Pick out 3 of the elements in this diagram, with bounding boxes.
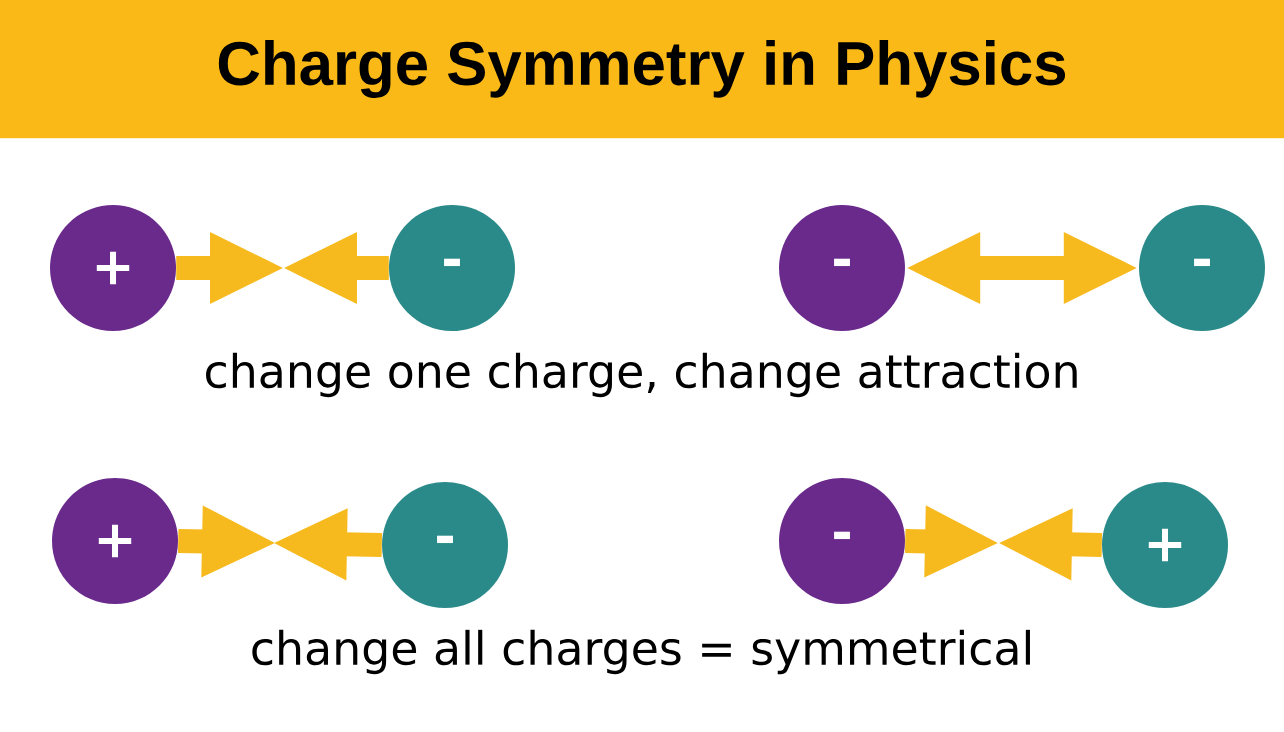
title-banner: Charge Symmetry in Physics bbox=[0, 0, 1284, 139]
caption-text: change one charge, change attraction bbox=[206, 352, 1077, 398]
caption-text: change all charges = symmetrical bbox=[252, 629, 1030, 675]
